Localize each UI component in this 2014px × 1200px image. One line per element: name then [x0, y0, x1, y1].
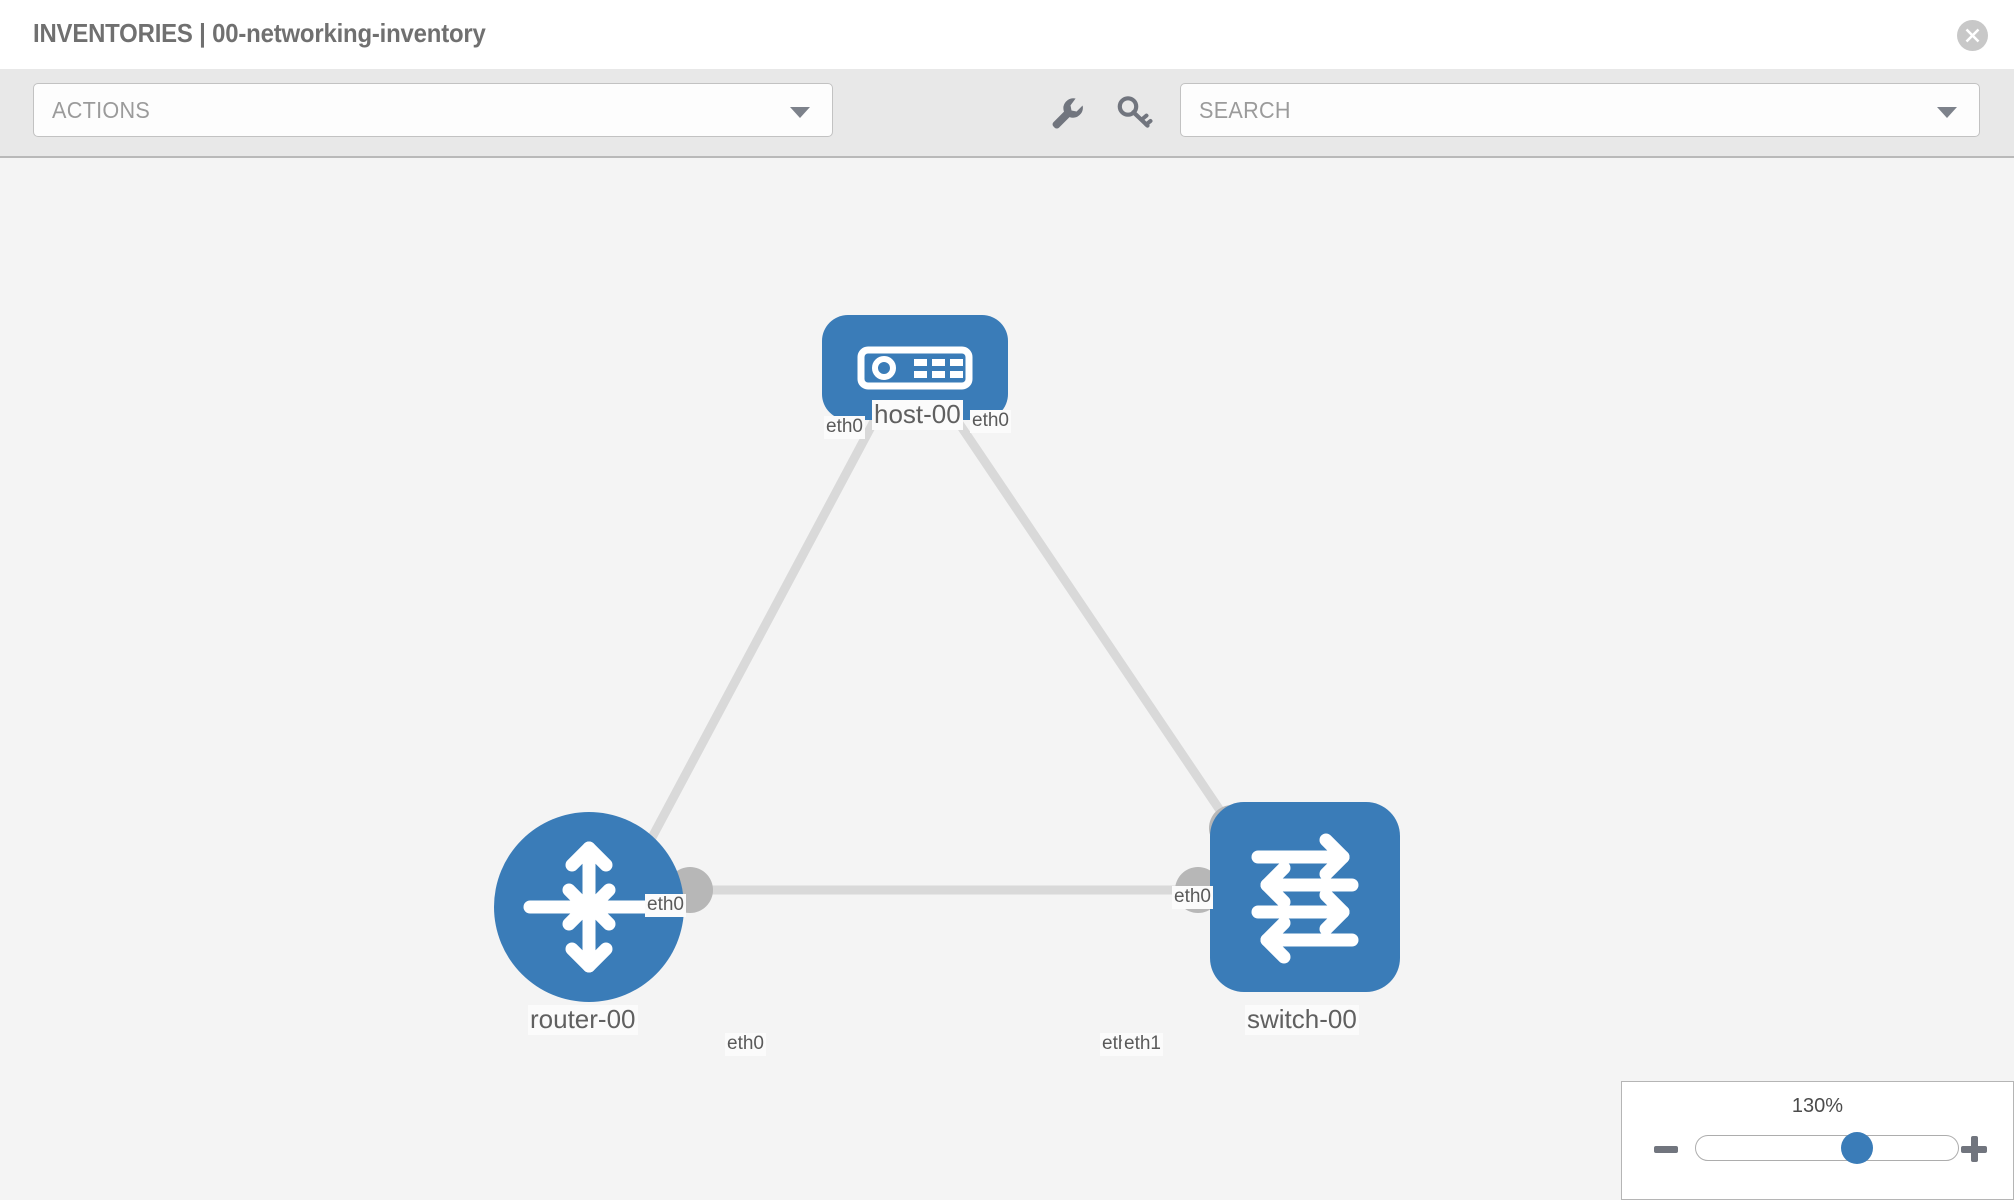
- switch-node-shape: [1210, 802, 1400, 992]
- zoom-slider-thumb[interactable]: [1841, 1132, 1873, 1164]
- iface-label-host-right: eth0: [970, 410, 1011, 433]
- iface-label-switch-left: eth1: [1122, 1033, 1163, 1056]
- close-icon[interactable]: [1957, 20, 1988, 51]
- node-label-host-00: host-00: [872, 399, 963, 430]
- node-switch-00[interactable]: [1210, 802, 1400, 992]
- iface-label-router-right: eth0: [725, 1033, 766, 1056]
- page-header: INVENTORIES | 00-networking-inventory: [0, 0, 2014, 69]
- router-arrows-icon: [523, 841, 655, 973]
- iface-label-switch-up: eth0: [1172, 886, 1213, 909]
- node-label-router-00: router-00: [528, 1004, 638, 1035]
- zoom-control-panel: 130%: [1621, 1081, 2014, 1200]
- zoom-in-button[interactable]: [1961, 1136, 1987, 1162]
- key-icon[interactable]: [1114, 92, 1154, 132]
- search-placeholder: SEARCH: [1199, 97, 1291, 123]
- iface-label-router-up: eth0: [645, 894, 686, 917]
- topology-canvas[interactable]: host-00 eth0 eth0: [0, 160, 2014, 1200]
- zoom-out-button[interactable]: [1654, 1146, 1678, 1153]
- search-input[interactable]: SEARCH: [1180, 83, 1980, 137]
- link-host-switch: [946, 407, 1244, 843]
- actions-dropdown-label: ACTIONS: [52, 97, 151, 123]
- iface-label-host-left: eth0: [824, 416, 865, 439]
- actions-dropdown[interactable]: ACTIONS: [33, 83, 833, 137]
- chevron-down-icon: [790, 107, 810, 118]
- zoom-level-value: 130%: [1791, 1095, 1844, 1117]
- chevron-down-icon[interactable]: [1937, 107, 1957, 118]
- switch-arrows-icon: [1251, 833, 1359, 964]
- node-label-switch-00: switch-00: [1245, 1004, 1359, 1035]
- zoom-slider-track[interactable]: [1695, 1135, 1959, 1161]
- link-host-router: [636, 407, 884, 863]
- wrench-icon[interactable]: [1046, 92, 1086, 132]
- page-title: INVENTORIES | 00-networking-inventory: [33, 18, 486, 48]
- server-icon: [857, 346, 973, 390]
